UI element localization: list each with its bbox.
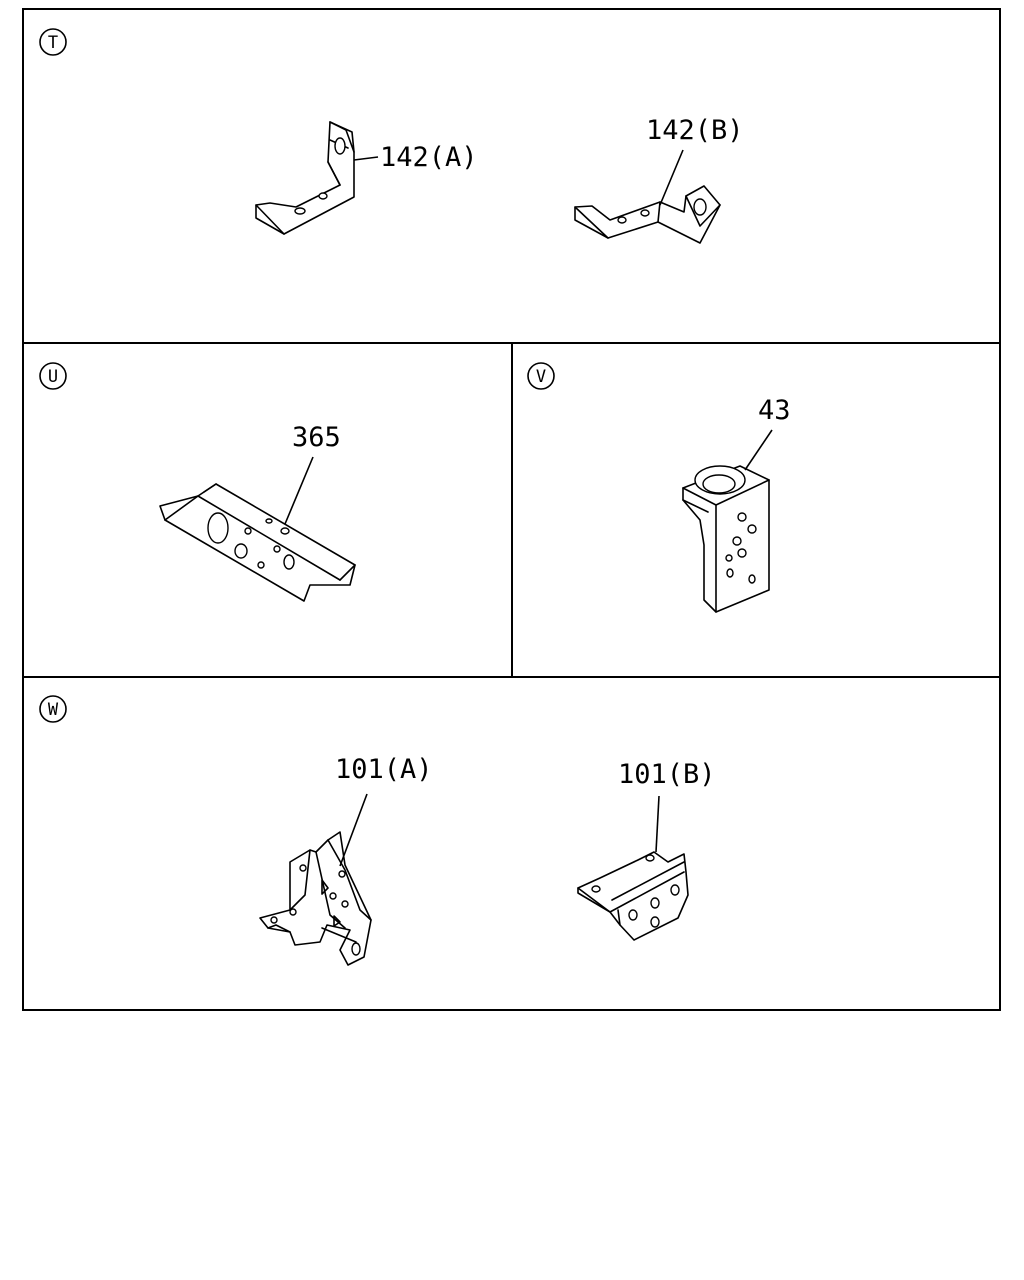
section-t-badge: T [39, 28, 67, 56]
section-w: W 101(A) [39, 695, 716, 966]
callout-43-leader [744, 429, 773, 471]
diagram-frame [22, 8, 1001, 1011]
callout-365: 365 [292, 422, 341, 453]
section-v-badge-label: V [536, 367, 546, 387]
callout-142b: 142(B) [646, 115, 744, 146]
section-v: V 43 [527, 362, 791, 613]
callout-142b-leader [659, 149, 684, 206]
callout-142a: 142(A) [380, 142, 478, 173]
section-u: U 365 [39, 362, 356, 602]
section-w-badge: W [39, 695, 67, 723]
part-365-drawing [159, 483, 356, 602]
section-u-badge: U [39, 362, 67, 390]
callout-43: 43 [758, 395, 791, 426]
section-u-badge-label: U [48, 367, 58, 387]
section-w-badge-label: W [48, 700, 59, 720]
part-101b-drawing [577, 851, 689, 941]
part-101a-drawing [259, 831, 372, 966]
part-142a-drawing [255, 121, 355, 235]
part-43-drawing [682, 465, 770, 613]
callout-101b-leader [655, 795, 660, 853]
callout-101a-leader [339, 793, 368, 867]
callout-101a: 101(A) [335, 754, 433, 785]
section-v-badge: V [527, 362, 555, 390]
callout-365-leader [284, 456, 314, 525]
callout-101b: 101(B) [618, 759, 716, 790]
section-t: T 142(A) 142(B) [39, 28, 744, 244]
part-142b-drawing [574, 185, 721, 244]
callout-142a-leader [353, 156, 379, 161]
section-t-badge-label: T [48, 33, 58, 53]
